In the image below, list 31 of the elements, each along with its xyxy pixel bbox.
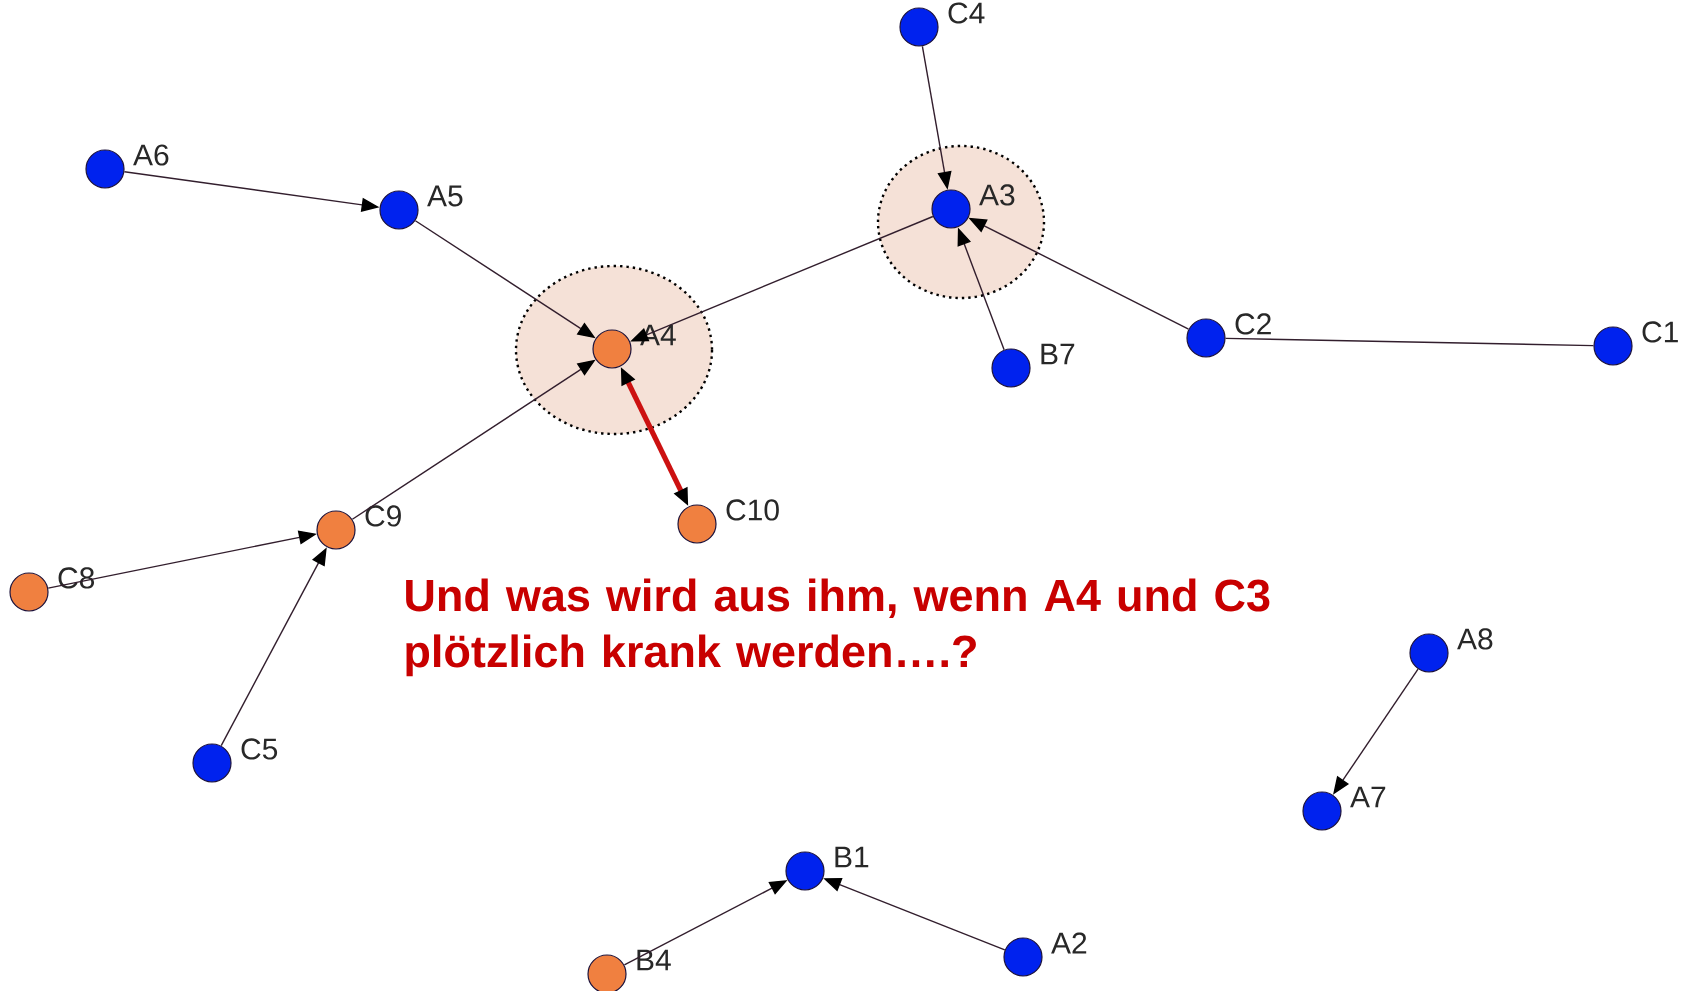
network-node: A7 <box>1302 786 1386 831</box>
node-label: C1 <box>1642 321 1678 343</box>
node-label: C9 <box>365 505 401 527</box>
network-node: B7 <box>991 343 1075 388</box>
network-node: A2 <box>1003 932 1087 977</box>
network-node: C1 <box>1593 321 1678 366</box>
node-label: A2 <box>1051 932 1087 954</box>
node-label: A6 <box>133 144 169 166</box>
annotation-text: Und was wird aus ihm, wenn A4 und C3 plötzlich krank werden….? <box>406 578 1270 677</box>
node-label: C5 <box>241 738 278 760</box>
network-node: C10 <box>677 499 779 544</box>
network-node: A6 <box>85 144 169 189</box>
network-node: A3 <box>931 184 1015 229</box>
network-node: A8 <box>1409 628 1493 673</box>
network-node: C4 <box>899 2 985 47</box>
node-label: B7 <box>1041 343 1075 365</box>
node-label: A3 <box>979 184 1015 206</box>
node-label: C4 <box>948 2 985 24</box>
node-label: A5 <box>427 185 463 207</box>
network-node: B4 <box>587 949 671 991</box>
network-node: C2 <box>1186 313 1271 358</box>
node-label: A8 <box>1457 628 1493 650</box>
node-label: B4 <box>637 949 671 971</box>
network-node: A5 <box>379 185 463 230</box>
node-label: A7 <box>1350 786 1386 808</box>
node-label: C2 <box>1235 313 1271 335</box>
node-label: B1 <box>835 846 869 868</box>
node-label: C10 <box>726 499 779 521</box>
network-node: C5 <box>192 738 278 783</box>
network-node: B1 <box>785 846 869 891</box>
network-node: C9 <box>316 505 401 550</box>
